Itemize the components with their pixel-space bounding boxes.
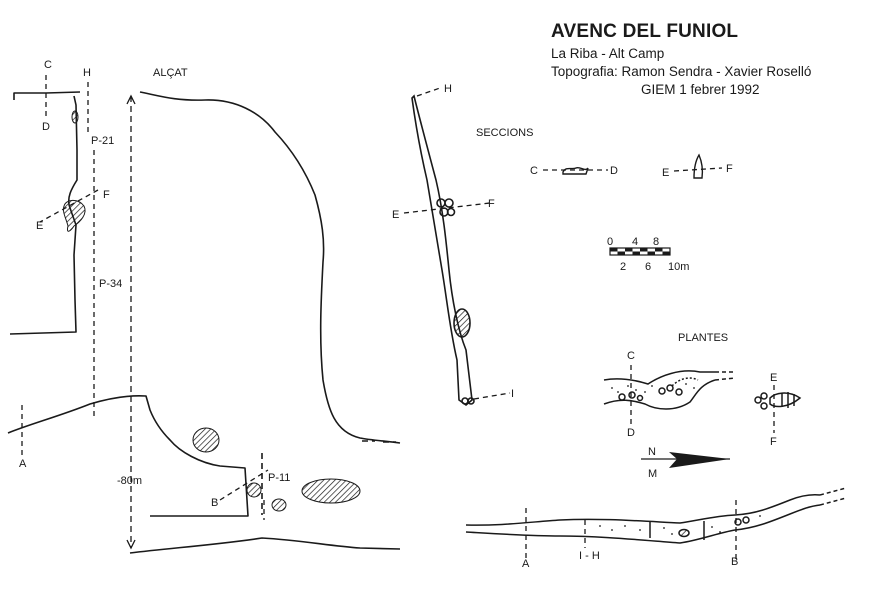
section-mark: A: [19, 458, 27, 470]
north-label: N: [648, 446, 656, 458]
elevation-heading: ALÇAT: [153, 67, 188, 79]
plan-mark: E: [770, 372, 777, 384]
magnetic-label: M: [648, 468, 657, 480]
boulder-shape: [301, 478, 361, 504]
scale-tick: 4: [632, 236, 638, 248]
plan-e-f: [754, 392, 802, 410]
plan-mark: D: [627, 427, 635, 439]
section-mark: D: [42, 121, 50, 133]
section-e-f: [693, 153, 704, 179]
pitch-label: P-34: [99, 278, 122, 290]
boulder-shape: [63, 199, 86, 232]
pitch-label: P-21: [91, 135, 114, 147]
plan-upper: [603, 370, 736, 410]
section-mark: D: [610, 165, 618, 177]
boulder-shape: [192, 427, 220, 453]
scale-tick: 0: [607, 236, 613, 248]
section-mark: I: [511, 388, 514, 400]
section-mark: C: [530, 165, 538, 177]
section-mark: F: [726, 163, 733, 175]
section-mark: E: [662, 167, 669, 179]
long-section: [411, 94, 475, 407]
plan-mark: C: [627, 350, 635, 362]
survey-guides: [21, 75, 269, 520]
location-label: La Riba - Alt Camp: [551, 46, 665, 61]
boulder-shape: [271, 498, 287, 512]
section-mark: H: [444, 83, 452, 95]
group-date: GIEM 1 febrer 1992: [641, 82, 760, 97]
section-guides: [403, 87, 723, 400]
plans-heading: PLANTES: [678, 332, 728, 344]
gallery-dots: [599, 515, 761, 535]
scale-tick: 2: [620, 261, 626, 273]
section-mark: E: [36, 220, 43, 232]
section-mark: C: [44, 59, 52, 71]
plan-gallery: [465, 487, 847, 544]
plan-dots: [611, 383, 695, 393]
plan-mark: F: [770, 436, 777, 448]
depth-arrow: [126, 94, 136, 550]
sections-heading: SECCIONS: [476, 127, 533, 139]
section-mark: F: [103, 189, 110, 201]
boulder-shape: [71, 110, 79, 124]
map-title: AVENC DEL FUNIOL: [551, 21, 739, 42]
plan-mark: B: [731, 556, 738, 568]
boulder-shape: [246, 482, 262, 498]
section-c-d: [562, 166, 589, 175]
scale-tick: 6: [645, 261, 651, 273]
elevation-profile: [7, 91, 401, 554]
north-arrow: [641, 452, 730, 468]
scale-bar: [609, 247, 671, 256]
plan-mark: A: [522, 558, 530, 570]
pitch-label: P-11: [268, 472, 290, 484]
plan-mark: I - H: [579, 550, 600, 562]
survey-credits: Topografia: Ramon Sendra - Xavier Rosell…: [551, 64, 812, 79]
depth-label: -80m: [117, 475, 142, 487]
scale-tick: 8: [653, 236, 659, 248]
section-mark: E: [392, 209, 399, 221]
section-mark: B: [211, 497, 218, 509]
section-mark: H: [83, 67, 91, 79]
scale-tick: 10m: [668, 261, 689, 273]
section-mark: F: [488, 198, 495, 210]
